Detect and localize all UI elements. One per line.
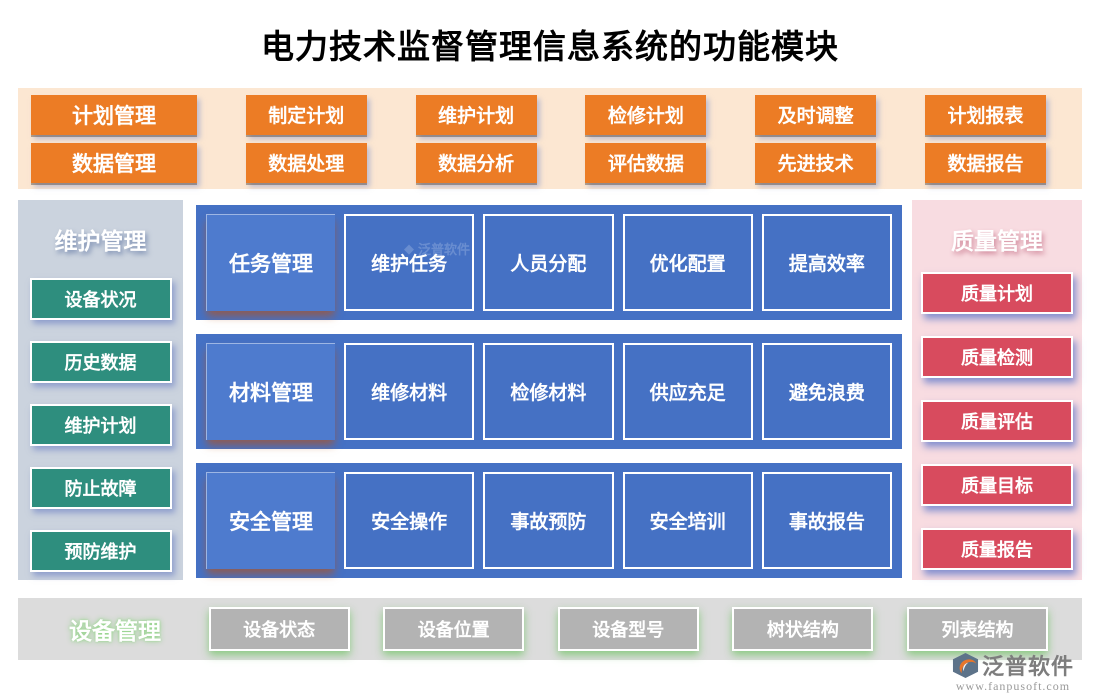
- quality-sidebar: 质量管理 质量计划 质量检测 质量评估 质量目标 质量报告: [912, 200, 1082, 580]
- quality-header: 质量管理: [951, 229, 1043, 254]
- page-title: 电力技术监督管理信息系统的功能模块: [261, 30, 839, 66]
- maintenance-list: 设备状况 历史数据 维护计划 防止故障 预防维护: [18, 278, 183, 572]
- data-processing-button[interactable]: 数据处理: [245, 142, 367, 183]
- accident-prevention-cell[interactable]: 事故预防: [483, 472, 614, 569]
- maintenance-header: 维护管理: [54, 229, 147, 254]
- maintain-plan-button[interactable]: 维护计划: [415, 94, 537, 135]
- optimize-config-cell[interactable]: 优化配置: [622, 214, 753, 311]
- material-management-panel: 材料管理 维修材料 检修材料 供应充足 避免浪费: [196, 334, 902, 449]
- data-row: 数据管理 数据处理 数据分析 评估数据 先进技术 数据报告: [18, 142, 1082, 183]
- data-analysis-button[interactable]: 数据分析: [415, 142, 537, 183]
- overhaul-material-cell[interactable]: 检修材料: [483, 343, 614, 440]
- repair-material-cell[interactable]: 维修材料: [344, 343, 475, 440]
- device-status-button[interactable]: 设备状态: [208, 607, 350, 651]
- device-band: 设备管理 设备状态 设备位置 设备型号 树状结构 列表结构: [18, 598, 1082, 660]
- quality-plan-button[interactable]: 质量计划: [921, 272, 1073, 314]
- device-model-button[interactable]: 设备型号: [557, 607, 699, 651]
- safety-management-tile[interactable]: 安全管理: [206, 472, 335, 569]
- quality-evaluation-button[interactable]: 质量评估: [921, 400, 1073, 442]
- timely-adjust-button[interactable]: 及时调整: [755, 94, 877, 135]
- safe-operation-cell[interactable]: 安全操作: [344, 472, 475, 569]
- fanpu-logo-icon: [952, 652, 979, 679]
- plan-row: 计划管理 制定计划 维护计划 检修计划 及时调整 计划报表: [18, 94, 1082, 135]
- task-management-tile[interactable]: 任务管理: [206, 214, 335, 311]
- plan-data-band: 计划管理 制定计划 维护计划 检修计划 及时调整 计划报表 数据管理 数据处理 …: [18, 88, 1082, 189]
- history-data-button[interactable]: 历史数据: [29, 341, 172, 383]
- quality-report-button[interactable]: 质量报告: [921, 528, 1073, 570]
- maintenance-plan-button[interactable]: 维护计划: [29, 404, 172, 446]
- improve-efficiency-cell[interactable]: 提高效率: [761, 214, 892, 311]
- list-structure-button[interactable]: 列表结构: [906, 607, 1048, 651]
- data-management-button[interactable]: 数据管理: [31, 142, 197, 183]
- maintenance-sidebar: 维护管理 设备状况 历史数据 维护计划 防止故障 预防维护: [18, 200, 183, 580]
- data-evaluation-button[interactable]: 评估数据: [585, 142, 707, 183]
- device-header: 设备管理: [69, 619, 161, 644]
- material-management-tile[interactable]: 材料管理: [206, 343, 335, 440]
- quality-list: 质量计划 质量检测 质量评估 质量目标 质量报告: [912, 272, 1082, 570]
- fanpu-logo-url: www.fanpusoft.com: [955, 679, 1071, 693]
- data-report-button[interactable]: 数据报告: [924, 142, 1046, 183]
- fanpu-logo: 泛普软件 www.fanpusoft.com: [934, 649, 1092, 694]
- plan-management-button[interactable]: 计划管理: [31, 94, 197, 135]
- quality-inspection-button[interactable]: 质量检测: [921, 336, 1073, 378]
- personnel-allocation-cell[interactable]: 人员分配: [483, 214, 614, 311]
- tree-structure-button[interactable]: 树状结构: [732, 607, 874, 651]
- equipment-status-button[interactable]: 设备状况: [29, 278, 172, 320]
- avoid-waste-cell[interactable]: 避免浪费: [761, 343, 892, 440]
- overhaul-plan-button[interactable]: 检修计划: [585, 94, 707, 135]
- fanpu-logo-name: 泛普软件: [981, 654, 1074, 679]
- plan-report-button[interactable]: 计划报表: [924, 94, 1046, 135]
- sufficient-supply-cell[interactable]: 供应充足: [622, 343, 753, 440]
- quality-target-button[interactable]: 质量目标: [921, 464, 1073, 506]
- accident-report-cell[interactable]: 事故报告: [761, 472, 892, 569]
- prevent-failure-button[interactable]: 防止故障: [29, 467, 172, 509]
- maintenance-task-cell[interactable]: 维护任务: [344, 214, 475, 311]
- center-panels: 任务管理 维护任务 人员分配 优化配置 提高效率 ◆ 泛普软件 材料管理 维修材…: [196, 200, 902, 580]
- task-management-panel: 任务管理 维护任务 人员分配 优化配置 提高效率 ◆ 泛普软件: [196, 205, 902, 320]
- safety-management-panel: 安全管理 安全操作 事故预防 安全培训 事故报告: [196, 463, 902, 578]
- advanced-tech-button[interactable]: 先进技术: [755, 142, 877, 183]
- safety-training-cell[interactable]: 安全培训: [622, 472, 753, 569]
- device-location-button[interactable]: 设备位置: [383, 607, 525, 651]
- preventive-maintenance-button[interactable]: 预防维护: [29, 530, 172, 572]
- make-plan-button[interactable]: 制定计划: [245, 94, 367, 135]
